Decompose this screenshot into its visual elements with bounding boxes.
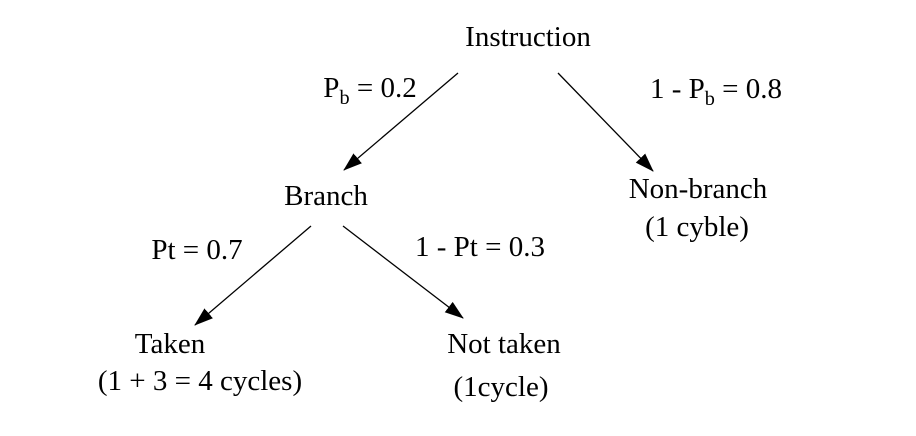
node-not-taken-cycles: (1cycle) [453,371,549,403]
edge-label-one-minus-pb: 1 - Pb = 0.8 [649,72,783,109]
arrow-instruction-to-non-branch [557,72,654,172]
edge-label-one-minus-pb-post: = 0.8 [714,73,783,105]
edge-label-pb-post: = 0.2 [349,72,417,104]
node-branch: Branch [284,180,368,212]
edge-label-one-minus-pb-sub: b [704,87,715,110]
edge-label-pb-sub: b [339,86,350,109]
edge-label-one-minus-pt-pre: 1 - Pt = 0.3 [415,231,545,263]
arrow-branch-to-not-taken [342,225,464,319]
arrow-instruction-to-branch [343,72,459,171]
node-not-taken: Not taken [447,328,561,360]
node-taken: Taken [134,328,206,360]
node-non-branch-cycles: (1 cyble) [645,211,749,243]
edge-label-one-minus-pb-pre: 1 - P [649,73,705,105]
edge-label-one-minus-pt: 1 - Pt = 0.3 [415,230,545,264]
node-instruction: Instruction [465,21,591,53]
edge-label-pb-pre: P [323,72,340,104]
edge-label-pt: Pt = 0.7 [151,233,242,267]
arrow-branch-to-taken [194,225,312,326]
node-taken-cycles: (1 + 3 = 4 cycles) [97,365,303,397]
edge-label-pt-pre: Pt = 0.7 [151,234,243,266]
node-non-branch: Non-branch [628,173,768,205]
edge-label-pb: Pb = 0.2 [323,71,417,108]
